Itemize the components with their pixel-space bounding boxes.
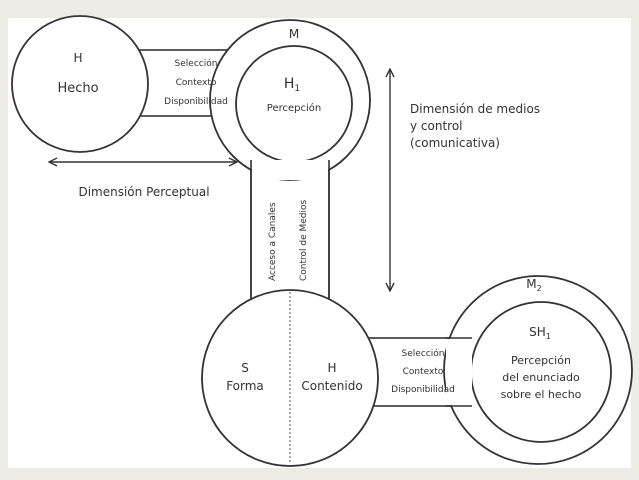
sh1-line2: del enunciado [502, 371, 580, 384]
sh1-letter: SH1 [529, 325, 551, 341]
m-label: M [289, 27, 299, 41]
sh1-line1: Percepción [511, 354, 571, 367]
s-label: Forma [226, 379, 264, 393]
hecho-letter: H [73, 51, 82, 65]
top-connector-line3: Disponibilidad [164, 97, 228, 107]
h-label: Contenido [301, 379, 362, 393]
dim-medios-line3: (comunicativa) [410, 136, 500, 150]
sh1-line3: sobre el hecho [501, 388, 582, 401]
hecho-label: Hecho [57, 81, 98, 96]
bottom-connector-line1: Selección [402, 348, 445, 359]
vertical-connector-left: Acceso a Canales [268, 202, 278, 281]
h1-letter: H1 [284, 76, 300, 94]
top-connector-line1: Selección [175, 58, 218, 69]
dim-medios-line1: Dimensión de medios [410, 102, 540, 116]
hecho-circle [11, 15, 149, 153]
vertical-connector-right: Control de Medios [299, 199, 309, 281]
top-connector-line2: Contexto [176, 78, 217, 88]
bottom-connector-line3: Disponibilidad [391, 385, 455, 395]
h-letter: H [327, 361, 336, 375]
dim-medios-line2: y control [410, 119, 463, 133]
bottom-connector-line2: Contexto [403, 367, 444, 377]
dim-perceptual-label: Dimensión Perceptual [78, 185, 209, 199]
s-letter: S [241, 361, 249, 375]
h1-label: Percepción [267, 102, 321, 114]
m2-label: M2 [526, 277, 541, 293]
